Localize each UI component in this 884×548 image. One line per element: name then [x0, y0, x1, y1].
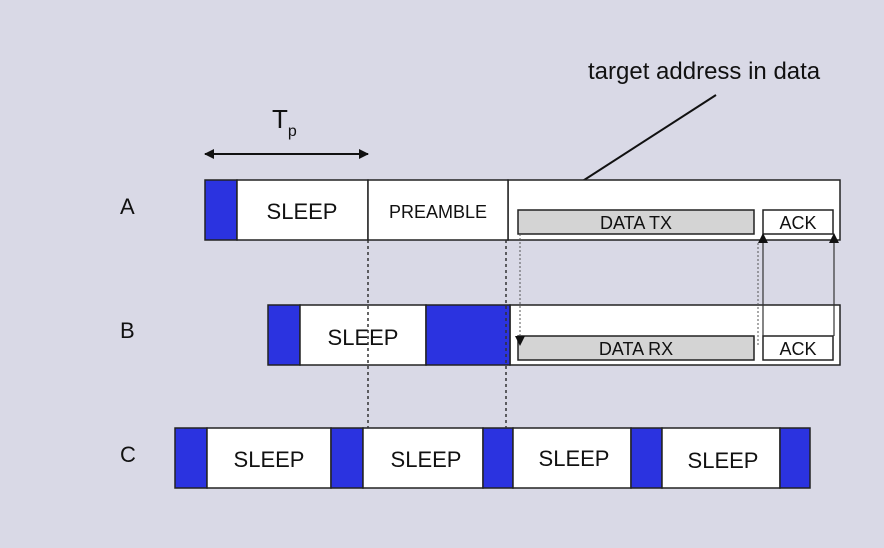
row-c-sleep-label-3: SLEEP	[539, 446, 610, 471]
period-label: Tp	[272, 104, 297, 140]
row-a-ack-label: ACK	[779, 213, 816, 233]
row-b-sleep-label: SLEEP	[328, 325, 399, 350]
row-a-data-tx-label: DATA TX	[600, 213, 672, 233]
row-c-sleep-label-2: SLEEP	[391, 447, 462, 472]
row-b-data-rx-block	[517, 335, 755, 361]
row-b-wake-block-2	[425, 304, 511, 366]
row-c-sleep-label-4: SLEEP	[688, 448, 759, 473]
row-c-sleep-block-2	[362, 427, 484, 489]
row-a: SLEEP PREAMBLE DATA TX ACK	[204, 179, 841, 241]
row-c-wake-block-4	[630, 427, 663, 489]
row-b: SLEEP DATA RX ACK	[267, 304, 841, 366]
row-c-wake-block-2	[330, 427, 364, 489]
row-c-wake-block-1	[174, 427, 208, 489]
row-a-preamble-label: PREAMBLE	[389, 202, 487, 222]
row-b-ack-block	[762, 335, 834, 361]
row-a-wake-block	[204, 179, 238, 241]
row-a-preamble-block	[367, 179, 509, 241]
period-symbol: T	[272, 104, 288, 134]
row-c-wake-block-3	[482, 427, 514, 489]
row-b-wake-block-1	[267, 304, 301, 366]
row-b-sleep-block	[299, 304, 427, 366]
row-c-sleep-label-1: SLEEP	[234, 447, 305, 472]
row-b-label: B	[120, 318, 135, 343]
row-c-sleep-block-3	[512, 427, 632, 489]
row-a-ack-block	[762, 209, 834, 235]
row-a-sleep-block	[236, 179, 369, 241]
row-b-data-rx-label: DATA RX	[599, 339, 673, 359]
row-a-sleep-label: SLEEP	[267, 199, 338, 224]
period-subscript: p	[288, 123, 297, 140]
row-a-data-tx-block	[517, 209, 755, 235]
row-c-sleep-block-1	[206, 427, 332, 489]
row-b-ack-label: ACK	[779, 339, 816, 359]
row-a-label: A	[120, 194, 135, 219]
target-address-note: target address in data	[588, 58, 821, 85]
row-c: SLEEP SLEEP SLEEP SLEEP	[174, 427, 811, 489]
row-c-wake-block-5	[779, 427, 811, 489]
row-c-label: C	[120, 442, 136, 467]
